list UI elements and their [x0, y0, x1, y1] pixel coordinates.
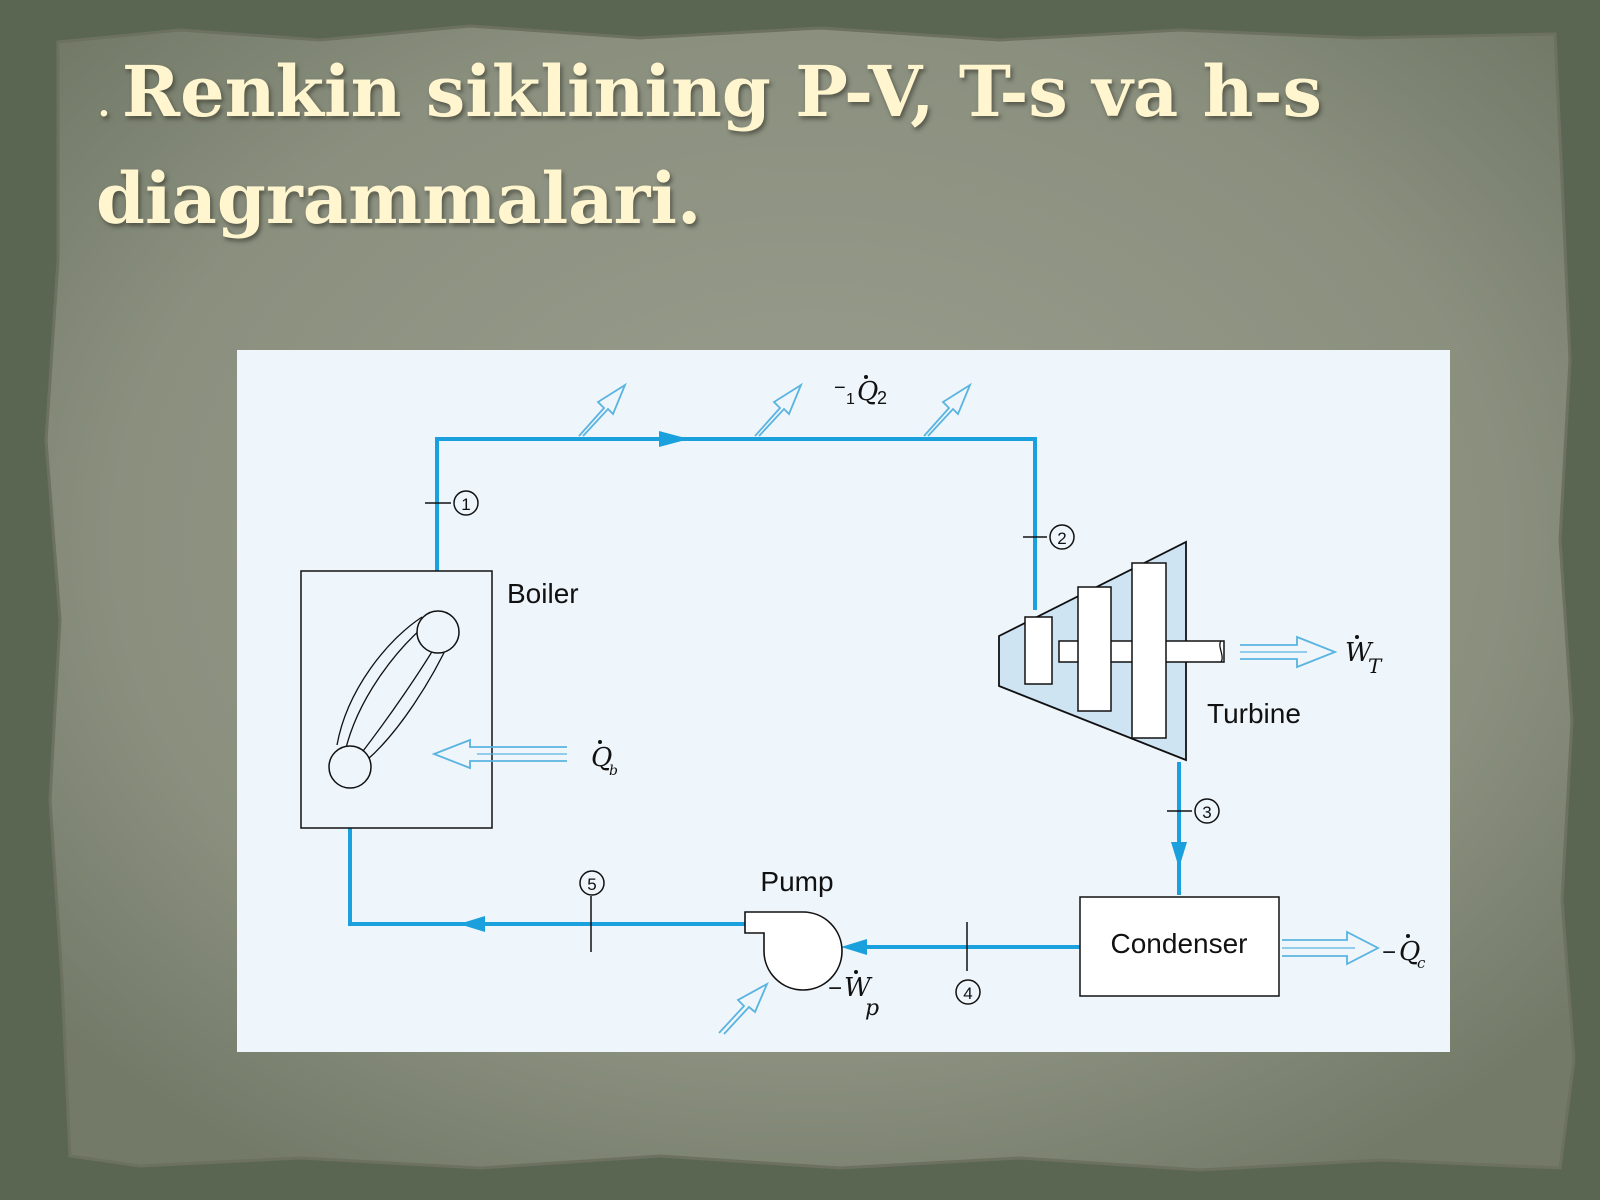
qb-symbol: Q	[591, 743, 612, 773]
work-output-arrow	[1240, 635, 1338, 669]
heat-loss-arrows	[578, 382, 972, 437]
qc-sub: c	[1417, 954, 1426, 972]
q12-pre: 1	[846, 391, 855, 408]
state-1: 1	[425, 490, 479, 516]
heat-loss-arrow-3	[923, 382, 972, 437]
q12-sign: −	[834, 377, 846, 399]
pump-label: Pump	[760, 866, 833, 897]
turbine-stage-1	[1024, 616, 1053, 685]
flow-arrow-bottom	[459, 916, 485, 932]
wt-symbol: W	[1345, 638, 1374, 668]
title-line-2: diagrammalari.	[96, 157, 702, 240]
qc-symbol: Q	[1399, 937, 1420, 967]
state-2: 2	[1023, 524, 1075, 550]
title-lead-dot: .	[96, 70, 112, 128]
q12-sub: 2	[877, 388, 887, 408]
flow-arrow-pump-in	[841, 939, 867, 955]
state-4: 4	[955, 922, 981, 1005]
state-label-2: 2	[1057, 529, 1066, 548]
condenser-label: Condenser	[1111, 928, 1248, 959]
state-label-5: 5	[587, 875, 596, 894]
heat-input-arrow	[431, 738, 567, 770]
boiler-label: Boiler	[507, 578, 579, 609]
heat-rejection-arrow	[1282, 930, 1380, 966]
pump: Pump	[744, 866, 843, 991]
condenser: Condenser	[1079, 896, 1280, 997]
qc-sign: −	[1382, 939, 1396, 966]
wt-sub: T	[1368, 654, 1383, 678]
wp-symbol: W	[844, 973, 873, 1003]
state-label-3: 3	[1202, 803, 1211, 822]
label-qc: − Q c	[1382, 934, 1426, 972]
boiler: Boiler	[300, 570, 579, 829]
label-qb: Q b	[591, 740, 618, 779]
state-label-1: 1	[461, 495, 470, 514]
state-3: 3	[1167, 798, 1220, 824]
wp-sub: p	[865, 996, 879, 1021]
turbine: Turbine	[998, 540, 1301, 762]
label-q12: − 1 Q 2	[834, 375, 887, 408]
title-line-1: Renkin siklining P-V, T-s va h-s	[121, 50, 1322, 133]
flow-arrow-down	[1171, 842, 1187, 868]
q12-symbol: Q	[857, 377, 878, 407]
label-wp: − W p	[828, 970, 879, 1021]
heat-loss-arrow-1	[578, 382, 627, 437]
qb-sub: b	[609, 763, 618, 779]
turbine-stage-3	[1131, 562, 1167, 739]
state-label-4: 4	[963, 984, 972, 1003]
turbine-stage-2	[1077, 586, 1112, 712]
wp-sign: −	[828, 975, 842, 1002]
label-wt: W T	[1345, 635, 1383, 678]
heat-loss-arrow-2	[754, 382, 803, 437]
boiler-steam-drum	[416, 610, 460, 654]
flow-arrow-top	[659, 431, 689, 447]
boiler-water-drum	[328, 745, 372, 789]
slide-title: .Renkin siklining P-V, T-s va h-s diagra…	[96, 42, 1476, 249]
pipe-boiler-to-turbine	[435, 437, 1037, 612]
turbine-label: Turbine	[1207, 698, 1301, 729]
pump-work-arrow	[718, 981, 769, 1035]
rankine-cycle-diagram: − 1 Q 2 1 2 3 4 5	[237, 350, 1450, 1052]
state-5: 5	[579, 870, 605, 952]
